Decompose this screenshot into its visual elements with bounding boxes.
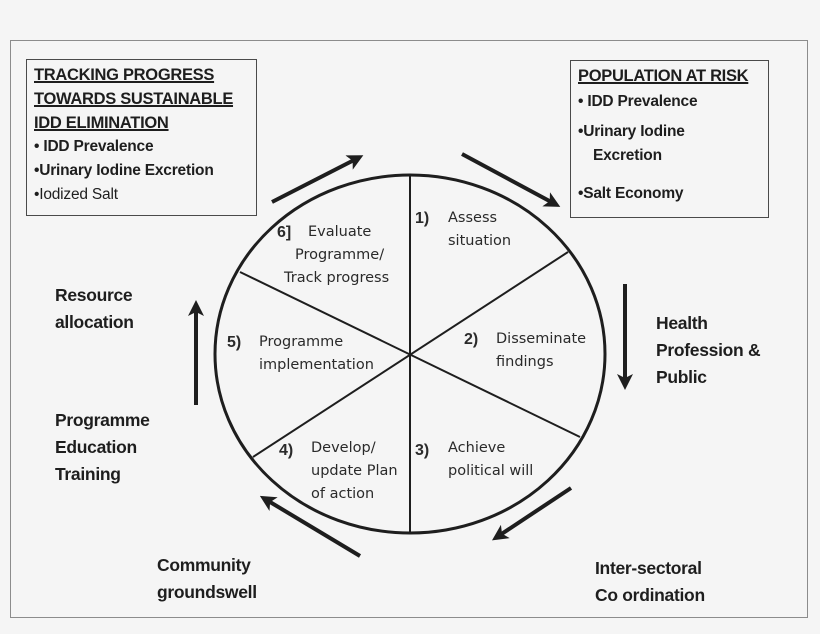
- risk-item: • IDD Prevalence: [578, 93, 698, 110]
- segment-number: 4): [279, 442, 294, 459]
- arrow-down-left-icon: [491, 486, 573, 541]
- population-at-risk-box: POPULATION AT RISK • IDD Prevalence •Uri…: [570, 60, 769, 218]
- tracking-item: • IDD Prevalence: [34, 138, 154, 155]
- cycle-spokes: [239, 175, 581, 533]
- label-health-profession-public: Health Profession & Public: [656, 313, 761, 387]
- risk-item: •Salt Economy: [578, 185, 684, 202]
- tracking-progress-box: TRACKING PROGRESS TOWARDS SUSTAINABLE ID…: [26, 59, 257, 216]
- tracking-item: •Iodized Salt: [34, 186, 118, 203]
- segment-political-will: 3) Achieve political will: [415, 440, 534, 479]
- arrow-up-right-icon: [271, 155, 364, 204]
- tracking-item: •Urinary Iodine Excretion: [34, 162, 214, 179]
- label-community-groundswell: Community groundswell: [157, 555, 257, 602]
- arrow-up-left-icon: [259, 495, 362, 558]
- label-intersectoral-coordination: Inter-sectoral Co ordination: [595, 558, 705, 605]
- tracking-title-line: TRACKING PROGRESS: [34, 66, 215, 84]
- risk-item: Excretion: [593, 147, 662, 164]
- segment-number: 1): [415, 210, 430, 227]
- tracking-title-line: IDD ELIMINATION: [34, 114, 169, 132]
- label-programme-education-training: Programme Education Training: [55, 410, 150, 484]
- risk-item: •Urinary Iodine: [578, 123, 685, 140]
- segment-number: 3): [415, 442, 430, 459]
- segment-number: 2): [464, 331, 479, 348]
- arrow-down-right-icon: [461, 152, 561, 207]
- segment-plan-of-action: 4) Develop/ update Plan of action: [279, 440, 398, 502]
- segment-implementation: 5) Programme implementation: [227, 331, 374, 377]
- segment-disseminate: 2) Disseminate findings: [464, 328, 586, 374]
- segment-number: 6]: [277, 224, 292, 241]
- outer-frame: [10, 40, 808, 618]
- segment-number: 5): [227, 334, 242, 351]
- segment-assess: 1) Assess situation: [415, 207, 511, 253]
- tracking-title-line: TOWARDS SUSTAINABLE: [34, 90, 234, 108]
- risk-title: POPULATION AT RISK: [578, 67, 749, 85]
- segment-evaluate: 6] Evaluate Programme/ Track progress: [277, 221, 400, 290]
- flow-arrows: [188, 152, 633, 558]
- label-resource-allocation: Resource allocation: [55, 285, 134, 332]
